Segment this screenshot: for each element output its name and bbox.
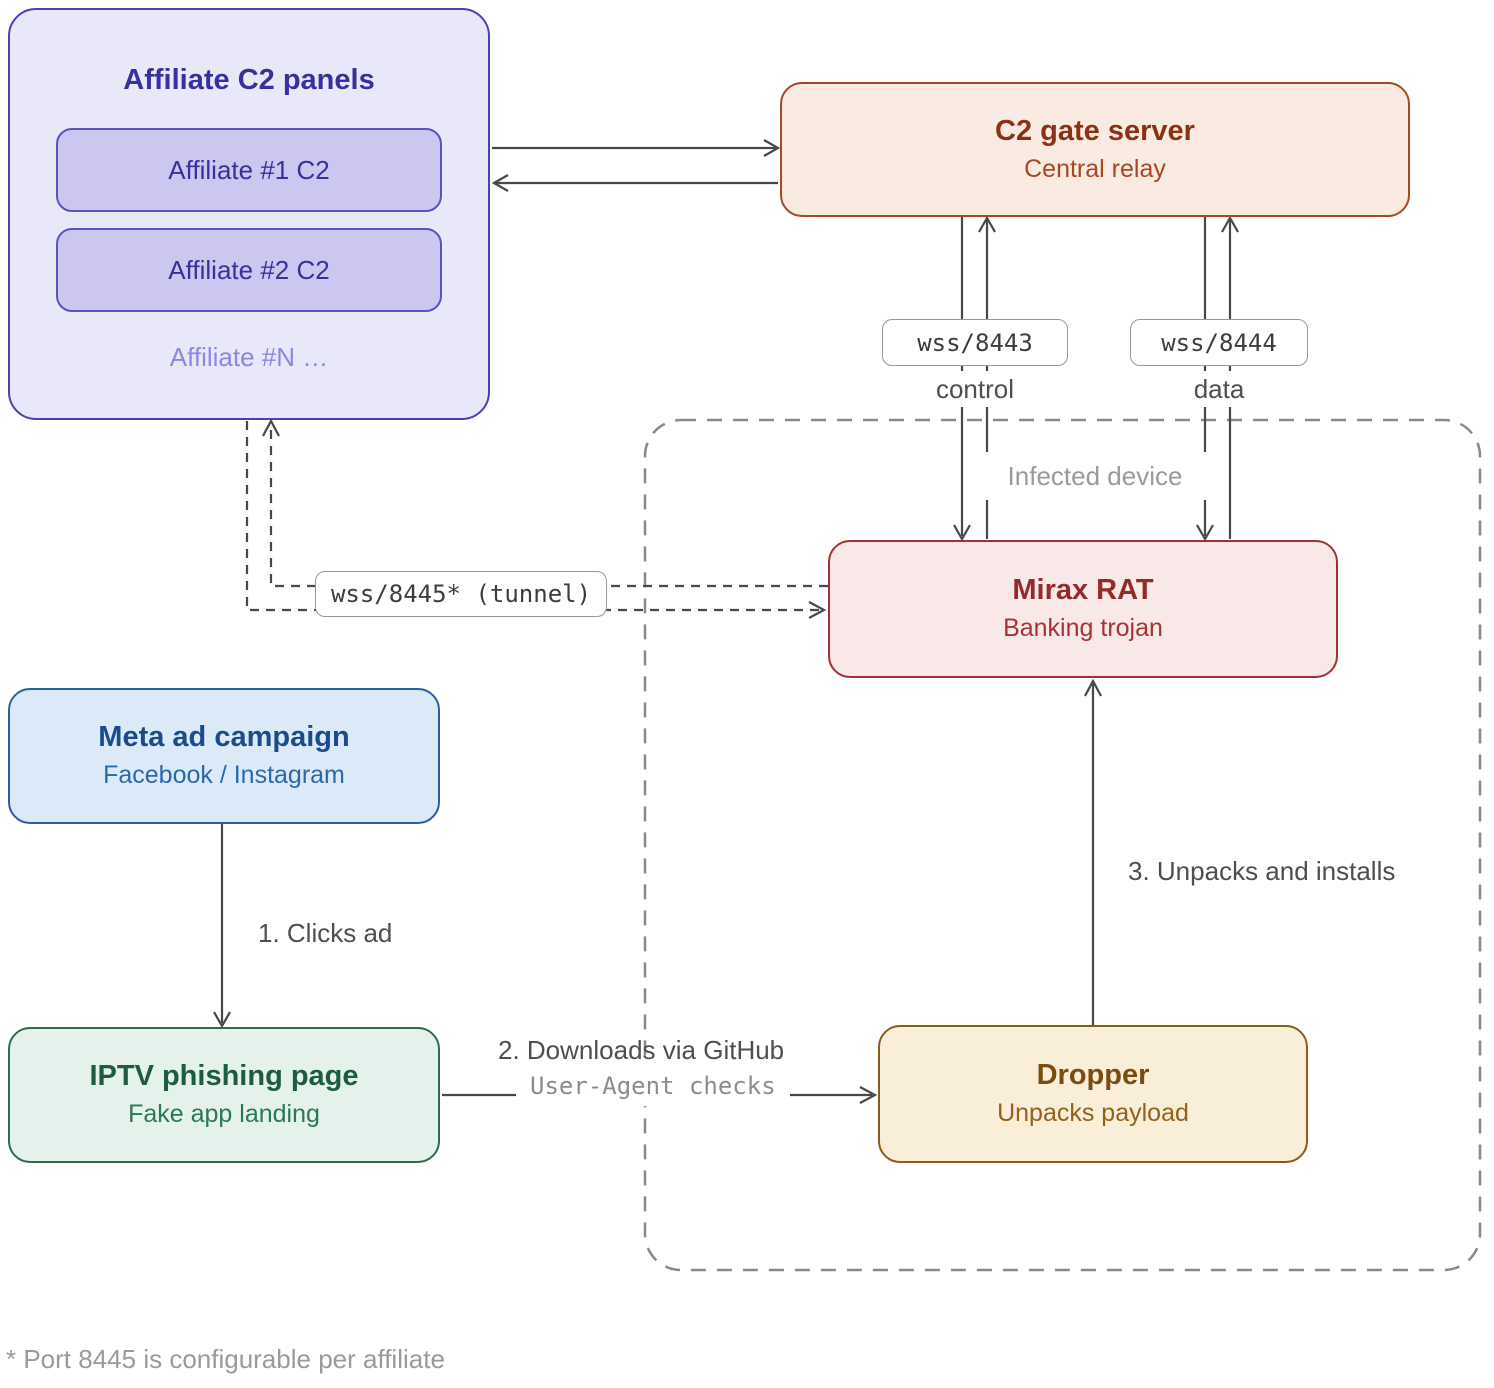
- meta-campaign-subtitle: Facebook / Instagram: [103, 761, 345, 790]
- data-port-label: wss/8444: [1130, 319, 1308, 366]
- dropper-node: Dropper Unpacks payload: [878, 1025, 1308, 1163]
- meta-campaign-title: Meta ad campaign: [98, 721, 350, 754]
- mirax-rat-subtitle: Banking trojan: [1003, 614, 1163, 643]
- affiliate-1-node: Affiliate #1 C2: [56, 128, 442, 212]
- iptv-phishing-title: IPTV phishing page: [89, 1060, 359, 1093]
- step2-useragent-label: User-Agent checks: [516, 1066, 790, 1106]
- mirax-rat-node: Mirax RAT Banking trojan: [828, 540, 1338, 678]
- dropper-title: Dropper: [1036, 1059, 1150, 1092]
- mirax-rat-title: Mirax RAT: [1012, 574, 1154, 607]
- affiliate-panel-title: Affiliate C2 panels: [123, 64, 375, 96]
- arrow-meta-to-iptv: [213, 824, 231, 1029]
- c2-gate-subtitle: Central relay: [1024, 154, 1166, 183]
- infected-device-label: Infected device: [972, 452, 1218, 500]
- dropper-subtitle: Unpacks payload: [997, 1099, 1189, 1128]
- control-channel-label: control: [897, 371, 1053, 407]
- iptv-phishing-node: IPTV phishing page Fake app landing: [8, 1027, 440, 1163]
- arrow-affiliate-to-c2gate: [492, 139, 781, 157]
- infected-device-group-outline: [643, 418, 1482, 1272]
- affiliate-panel-node: Affiliate C2 panels Affiliate #1 C2 Affi…: [8, 8, 490, 420]
- affiliate-more-label: Affiliate #N …: [169, 342, 329, 372]
- arrow-dropper-to-mirax: [1084, 678, 1102, 1025]
- tunnel-affiliate-to-mirax: [245, 421, 827, 619]
- arrow-c2gate-to-affiliate: [491, 174, 778, 192]
- step2-label: 2. Downloads via GitHub: [498, 1035, 785, 1065]
- affiliate-2-node: Affiliate #2 C2: [56, 228, 442, 312]
- iptv-phishing-subtitle: Fake app landing: [128, 1100, 320, 1129]
- step3-label: 3. Unpacks and installs: [1128, 856, 1396, 886]
- control-port-label: wss/8443: [882, 319, 1068, 366]
- c2-gate-node: C2 gate server Central relay: [780, 82, 1410, 217]
- step1-label: 1. Clicks ad: [258, 918, 393, 948]
- data-channel-label: data: [1151, 371, 1287, 407]
- tunnel-port-label: wss/8445* (tunnel): [315, 571, 607, 617]
- affiliate-1-label: Affiliate #1 C2: [168, 154, 330, 185]
- c2-gate-title: C2 gate server: [995, 114, 1195, 147]
- tunnel-mirax-to-affiliate: [262, 418, 828, 588]
- meta-campaign-node: Meta ad campaign Facebook / Instagram: [8, 688, 440, 824]
- affiliate-2-label: Affiliate #2 C2: [168, 254, 330, 285]
- footnote: * Port 8445 is configurable per affiliat…: [6, 1344, 445, 1374]
